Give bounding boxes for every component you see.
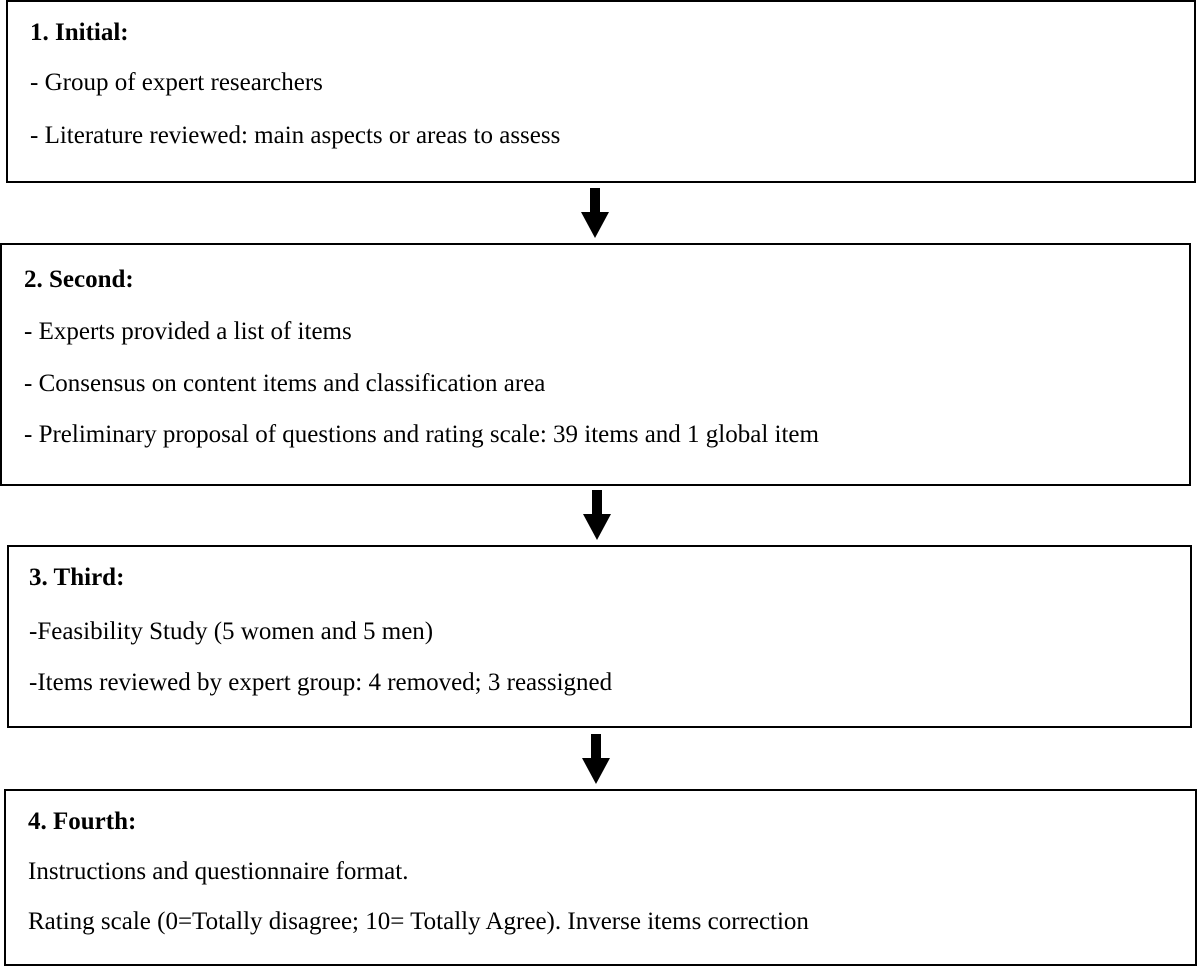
stage-2-line-1: - Experts provided a list of items xyxy=(24,318,352,345)
stage-4-title: 4. Fourth: xyxy=(28,808,137,835)
stage-2-box: 2. Second: - Experts provided a list of … xyxy=(0,243,1191,486)
stage-1-box: 1. Initial: - Group of expert researcher… xyxy=(6,0,1196,183)
down-arrow-icon xyxy=(582,490,612,540)
stage-3-title: 3. Third: xyxy=(29,564,125,591)
down-arrow-icon xyxy=(581,734,611,784)
stage-3-line-1: -Feasibility Study (5 women and 5 men) xyxy=(29,618,434,645)
stage-2-title: 2. Second: xyxy=(24,266,134,293)
stage-4-line-1: Instructions and questionnaire format. xyxy=(28,858,409,885)
down-arrow-icon xyxy=(580,188,610,238)
stage-3-line-2: -Items reviewed by expert group: 4 remov… xyxy=(29,669,613,696)
stage-1-line-1: - Group of expert researchers xyxy=(30,69,323,96)
stage-2-line-3: - Preliminary proposal of questions and … xyxy=(24,421,819,448)
stage-1-title: 1. Initial: xyxy=(30,19,129,46)
stage-4-line-2: Rating scale (0=Totally disagree; 10= To… xyxy=(28,908,809,935)
stage-3-box: 3. Third: -Feasibility Study (5 women an… xyxy=(7,545,1192,728)
stage-2-line-2: - Consensus on content items and classif… xyxy=(24,370,546,397)
stage-1-line-2: - Literature reviewed: main aspects or a… xyxy=(30,122,561,149)
stage-4-box: 4. Fourth: Instructions and questionnair… xyxy=(4,789,1197,966)
